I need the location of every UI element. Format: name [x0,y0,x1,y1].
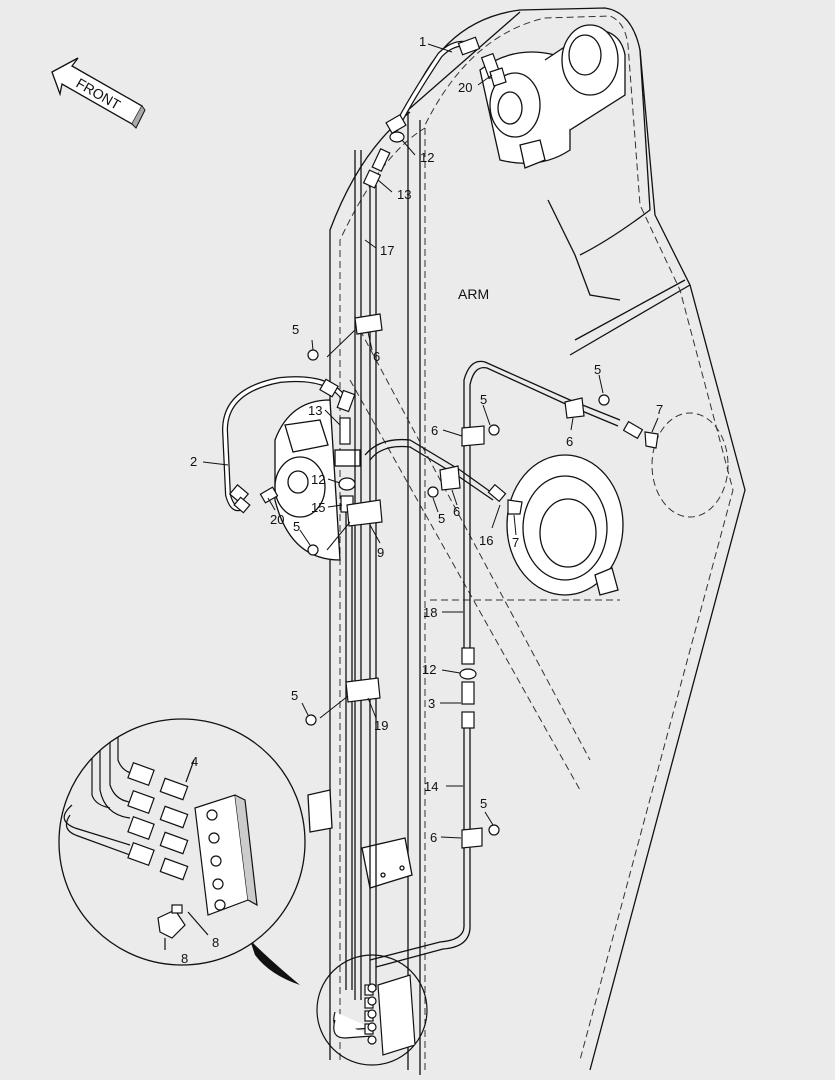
callout-17: 16 [479,533,493,548]
callout-18: 18 [423,605,437,620]
front-direction-arrow: FRONT [51,57,146,129]
mounting-blocks [307,789,413,889]
swing-bracket [274,399,361,561]
callout-5-b: 5 [293,519,300,534]
callout-6-e: 6 [430,830,437,845]
callout-5-c: 5 [480,392,487,407]
cylinder-boss [506,454,624,596]
callout-6-c: 6 [453,504,460,519]
callout-numbers: 1 20 12 13 17 5 6 13 2 12 15 20 5 9 6 5 … [181,34,663,966]
callout-13-mid: 13 [308,403,322,418]
callout-5-e: 5 [594,362,601,377]
callout-11: 9 [377,545,384,560]
fittings [228,36,659,729]
callout-9-b: 7 [656,402,663,417]
hose-2-inner [223,377,347,510]
callout-12-mid: 12 [311,472,325,487]
connector-detail-view [58,718,306,966]
callout-5-a: 5 [292,322,299,337]
arm-label: ARM [458,286,489,302]
callout-6-a: 6 [373,349,380,364]
callout-12-low: 12 [422,662,436,677]
callout-16: 17 [380,243,394,258]
callout-14: 14 [424,779,438,794]
clamps [345,313,585,849]
callout-20-mid: 20 [270,512,284,527]
callout-8: 8 [181,951,188,966]
callout-13-top: 13 [397,187,411,202]
callout-12-top: 12 [420,150,434,165]
callout-7: 8 [212,935,219,950]
callout-4: 4 [191,754,198,769]
callout-6-b: 6 [431,423,438,438]
callout-1: 1 [419,34,426,49]
callout-15: 15 [311,500,325,515]
callout-5-f: 5 [291,688,298,703]
callout-20-top: 20 [458,80,472,95]
callout-19: 19 [374,718,388,733]
callout-2: 2 [190,454,197,469]
bolts [305,349,610,836]
callout-9-a: 7 [512,535,519,550]
callout-3: 3 [428,696,435,711]
detail-pointer-arrow [250,940,300,985]
leader-lines [202,43,659,839]
callout-5-d: 5 [438,511,445,526]
callout-5-g: 5 [480,796,487,811]
top-pin-boss [479,24,626,169]
callout-6-d: 6 [566,434,573,449]
detail-reference-circle [316,954,428,1066]
